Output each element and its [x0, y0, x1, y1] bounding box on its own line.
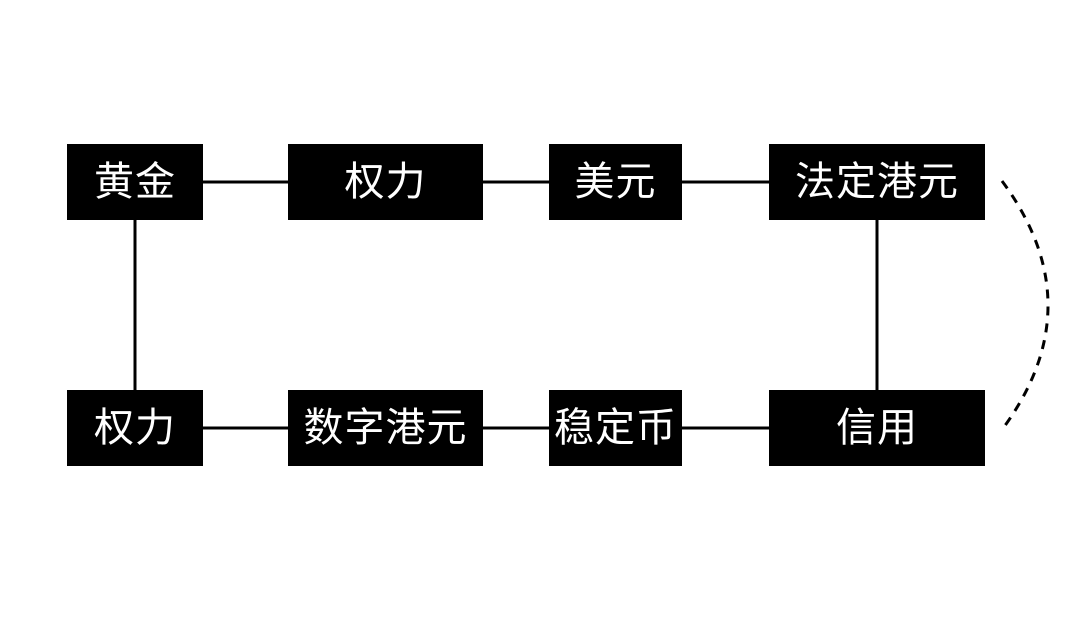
- node-power-top: 权力: [288, 144, 483, 220]
- node-credit: 信用: [769, 390, 985, 466]
- node-digital-hkd: 数字港元: [288, 390, 483, 466]
- node-gold: 黄金: [67, 144, 203, 220]
- node-stablecoin: 稳定币: [549, 390, 682, 466]
- dashed-arc-fiat-hkd-credit: [1000, 180, 1050, 428]
- node-power-bottom: 权力: [67, 390, 203, 466]
- node-usd: 美元: [549, 144, 682, 220]
- node-fiat-hkd: 法定港元: [769, 144, 985, 220]
